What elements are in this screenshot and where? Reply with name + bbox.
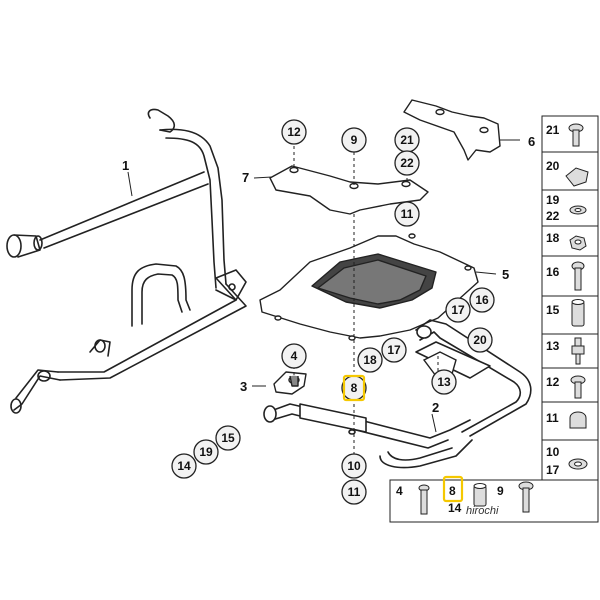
side-panel-labels: 21 20 19 22 18 16 15 13 12 11 10 17 (546, 123, 560, 477)
svg-text:17: 17 (387, 343, 401, 357)
svg-text:11: 11 (348, 485, 361, 499)
bottom-label-8: 8 (449, 484, 456, 498)
label-part-3: 3 (240, 379, 247, 394)
side-label-11: 11 (546, 411, 559, 425)
svg-text:21: 21 (400, 133, 414, 147)
svg-text:22: 22 (400, 156, 414, 170)
bottom-label-8-highlight (442, 475, 464, 503)
callout-10: 10 (341, 453, 367, 479)
svg-text:18: 18 (363, 353, 377, 367)
svg-text:11: 11 (401, 207, 414, 221)
svg-text:10: 10 (347, 459, 361, 473)
side-label-18: 18 (546, 231, 560, 245)
callout-4: 4 (281, 343, 307, 369)
part-6-bracket (403, 99, 501, 161)
side-label-12: 12 (546, 375, 560, 389)
pin-icon (418, 484, 430, 515)
screw-icon (518, 481, 534, 513)
side-label-19: 19 (546, 193, 560, 207)
nut-icon (569, 235, 587, 251)
callout-15: 15 (215, 425, 241, 451)
spacer-sleeve-icon (473, 483, 487, 507)
svg-text:15: 15 (221, 431, 235, 445)
callout-13: 13 (431, 369, 457, 395)
label-part-5: 5 (502, 267, 509, 282)
label-part-2: 2 (432, 400, 439, 415)
washer-icon (568, 458, 588, 470)
bottom-panel-labels: 4 8 9 14 (396, 484, 504, 515)
svg-text:19: 19 (199, 445, 213, 459)
spacer-sleeve-icon (571, 299, 585, 327)
side-label-10: 10 (546, 445, 560, 459)
svg-text:17: 17 (451, 303, 465, 317)
bolt-icon (571, 261, 585, 291)
screw-icon (568, 123, 584, 147)
callout-22: 22 (394, 150, 420, 176)
watermark-text: hirochi (466, 505, 499, 517)
label-part-1: 1 (122, 158, 129, 173)
part-7-plate (269, 165, 429, 215)
svg-text:14: 14 (177, 459, 191, 473)
side-label-21: 21 (546, 123, 560, 137)
side-label-20: 20 (546, 159, 560, 173)
washer-icon (569, 205, 587, 215)
callout-11-top: 11 (394, 201, 420, 227)
side-label-17: 17 (546, 463, 560, 477)
svg-text:8: 8 (351, 381, 358, 395)
callout-11-bottom: 11 (341, 479, 367, 505)
part-5-plate (259, 233, 479, 341)
cap-nut-icon (569, 411, 587, 429)
callout-19: 19 (193, 439, 219, 465)
label-part-6: 6 (528, 134, 535, 149)
side-label-22: 22 (546, 209, 560, 223)
svg-text:16: 16 (475, 293, 489, 307)
svg-text:13: 13 (437, 375, 451, 389)
part-1-frame (6, 108, 247, 414)
callout-12: 12 (281, 119, 307, 145)
side-label-15: 15 (546, 303, 560, 317)
svg-text:4: 4 (291, 349, 298, 363)
callout-20: 20 (467, 327, 493, 353)
callout-18: 18 (357, 347, 383, 373)
spark-plug-bolt-icon (571, 337, 585, 365)
callout-21: 21 (394, 127, 420, 153)
svg-text:20: 20 (473, 333, 487, 347)
callout-9: 9 (341, 127, 367, 153)
svg-text:9: 9 (351, 133, 358, 147)
bottom-label-9: 9 (497, 484, 504, 498)
bottom-label-14: 14 (448, 501, 462, 515)
callout-8-highlighted: 8 (341, 374, 367, 402)
screw-icon (570, 375, 586, 399)
label-part-7: 7 (242, 170, 249, 185)
side-label-16: 16 (546, 265, 560, 279)
callout-17-right: 17 (445, 297, 471, 323)
part-3-clip (273, 371, 307, 395)
callout-17-mid: 17 (381, 337, 407, 363)
callout-16: 16 (469, 287, 495, 313)
clip-icon (565, 167, 589, 187)
callout-14: 14 (171, 453, 197, 479)
bottom-label-4: 4 (396, 484, 403, 498)
side-label-13: 13 (546, 339, 560, 353)
leader-labels: 1 7 6 5 3 2 (122, 134, 535, 415)
svg-text:12: 12 (287, 125, 301, 139)
